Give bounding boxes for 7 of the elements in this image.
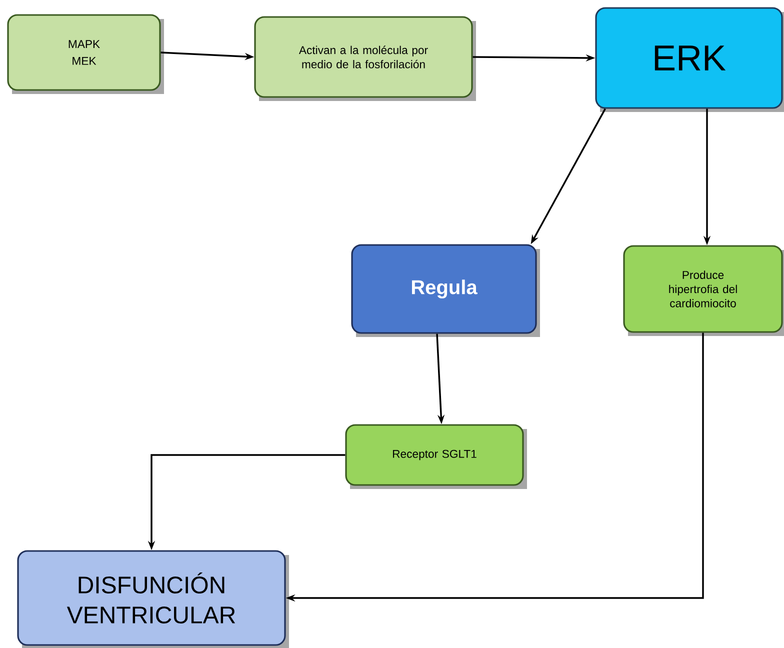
process-box: MAPK MEK bbox=[7, 14, 164, 94]
process-box: Produce hipertrofia del cardiomiocito bbox=[623, 245, 784, 336]
process-box: ERK bbox=[595, 7, 784, 112]
process-box: Activan a la molécula por medio de la fosforilación bbox=[254, 16, 476, 101]
process-box: DISFUNCIÓN VENTRICULAR bbox=[17, 550, 289, 648]
process-box: Receptor SGLT1 bbox=[345, 424, 527, 489]
process-box: Regula bbox=[351, 244, 540, 337]
